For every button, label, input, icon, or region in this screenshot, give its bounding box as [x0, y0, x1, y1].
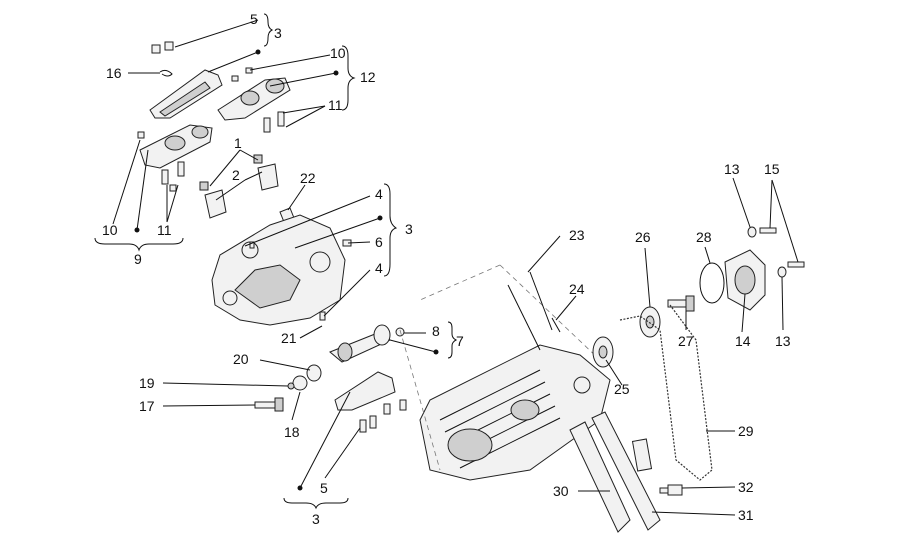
label-5-lower: 5 [320, 480, 328, 496]
label-4-lower: 4 [375, 260, 383, 276]
label-29: 29 [738, 423, 754, 439]
bolt-15-upper [759, 227, 777, 234]
label-3-lower: 3 [312, 511, 320, 527]
label-13-top: 13 [724, 161, 740, 177]
label-27: 27 [678, 333, 694, 349]
label-12: 12 [360, 69, 376, 85]
chain-guide-31 [591, 411, 661, 531]
label-3-right: 3 [405, 221, 413, 237]
valve-lifters-2 [199, 154, 279, 219]
label-21: 21 [281, 330, 297, 346]
label-26: 26 [635, 229, 651, 245]
label-10-top: 10 [330, 45, 346, 61]
label-20: 20 [233, 351, 249, 367]
rocker-arms-12 [217, 67, 291, 133]
label-5-top: 5 [250, 11, 258, 27]
label-31: 31 [738, 507, 754, 523]
parts-drawing [137, 41, 805, 533]
dot-12 [333, 70, 339, 76]
sprocket-25 [592, 336, 614, 368]
label-8: 8 [432, 323, 440, 339]
label-19: 19 [139, 375, 155, 391]
tensioner-piston [631, 438, 653, 472]
label-2: 2 [232, 167, 240, 183]
label-16: 16 [106, 65, 122, 81]
bolt-32 [659, 484, 683, 496]
dot-7 [433, 349, 439, 355]
washer-20 [306, 364, 322, 382]
label-32: 32 [738, 479, 754, 495]
label-14: 14 [735, 333, 751, 349]
label-25: 25 [614, 381, 630, 397]
bolt-15-lower [787, 261, 805, 268]
chain-guide-30 [569, 421, 631, 533]
label-6: 6 [375, 234, 383, 250]
timing-chain-29 [619, 304, 713, 481]
rocker-assembly-9 [137, 124, 213, 192]
label-4-top: 4 [375, 186, 383, 202]
cap-lower-3 [334, 371, 407, 433]
label-7: 7 [456, 333, 464, 349]
camshaft [329, 324, 405, 363]
label-10-left: 10 [102, 222, 118, 238]
o-ring-28 [699, 262, 725, 304]
label-18: 18 [284, 424, 300, 440]
rocker-support-upper [149, 41, 223, 119]
washer-19 [287, 382, 295, 390]
cylinder-head [399, 264, 611, 481]
label-13-lower: 13 [775, 333, 791, 349]
label-28: 28 [696, 229, 712, 245]
dot-3b [377, 215, 383, 221]
bolt-17 [254, 397, 284, 412]
leader-lines [94, 13, 799, 516]
dot-3a [255, 49, 261, 55]
label-22: 22 [300, 170, 316, 186]
label-11-top: 11 [328, 97, 343, 113]
label-30: 30 [553, 483, 569, 499]
washer-18 [292, 375, 308, 391]
stud-23b [529, 271, 553, 331]
callout-labels: 5 3 16 10 12 11 1 2 22 10 11 9 4 3 6 4 2… [102, 11, 791, 527]
bolt-27 [667, 295, 695, 312]
washer-13-lower [777, 266, 787, 278]
sprocket-26 [639, 306, 661, 338]
cover-14 [724, 249, 766, 311]
stud-23 [507, 284, 541, 351]
label-11-left: 11 [157, 222, 172, 238]
label-3-top: 3 [274, 25, 282, 41]
dot-3c [297, 485, 303, 491]
stud-24 [551, 317, 561, 333]
label-24: 24 [569, 281, 585, 297]
label-23: 23 [569, 227, 585, 243]
label-1: 1 [234, 135, 242, 151]
label-9: 9 [134, 251, 142, 267]
dot-9 [134, 227, 140, 233]
label-17: 17 [139, 398, 155, 414]
washer-13-upper [747, 226, 757, 238]
label-15: 15 [764, 161, 780, 177]
